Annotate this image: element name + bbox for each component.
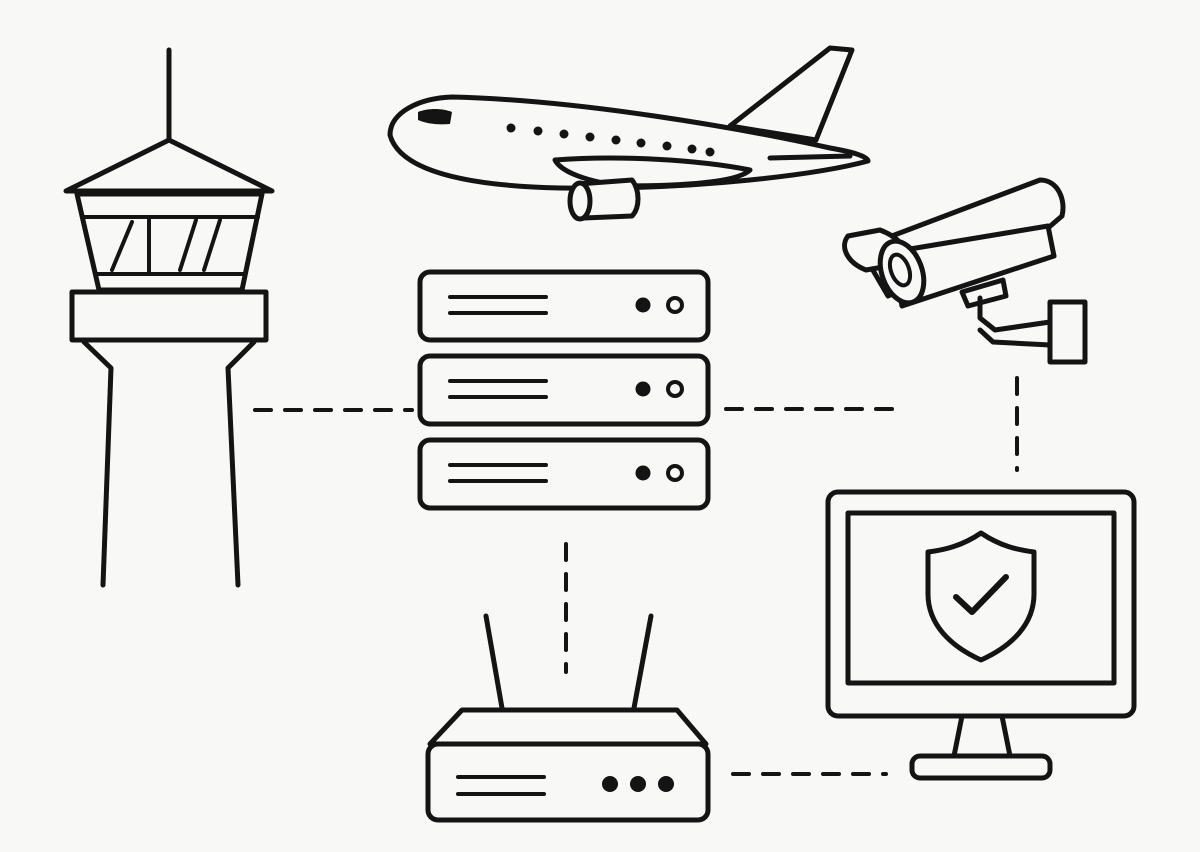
shield-check-monitor-icon	[825, 489, 1137, 781]
server-unit	[417, 437, 711, 511]
shield-icon	[925, 530, 1037, 663]
server-unit	[417, 269, 711, 343]
server-rack-icon	[417, 269, 711, 511]
router-icon	[425, 613, 711, 823]
control-tower-icon	[63, 47, 275, 588]
server-unit	[417, 353, 711, 427]
security-camera-icon	[842, 177, 1088, 365]
airplane-icon	[387, 45, 871, 222]
